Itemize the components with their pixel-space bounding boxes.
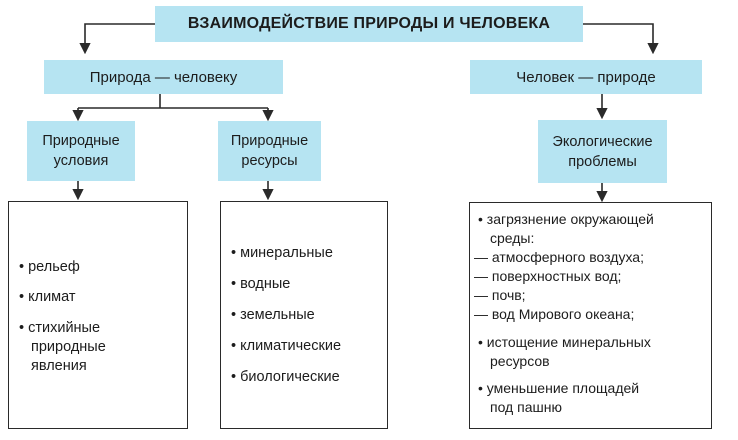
list-item: • стихийные природные явления bbox=[19, 320, 106, 374]
list-item: • истощение минеральных ресурсов bbox=[478, 334, 651, 369]
item-arable-line1: уменьшение площадей bbox=[486, 380, 640, 396]
list-item: — атмосферного воздуха; — поверхностных … bbox=[474, 248, 711, 324]
item-ocean-water: — вод Мирового океана; bbox=[474, 306, 635, 322]
item-natural-disasters-line3: явления bbox=[31, 358, 87, 374]
list-natural-conditions: • рельеф • климат • стихийные природные … bbox=[8, 201, 188, 429]
list-item: • минеральные bbox=[231, 245, 333, 261]
item-relief: рельеф bbox=[28, 259, 80, 275]
item-depletion-line2: ресурсов bbox=[490, 353, 550, 369]
list-item: • биологические bbox=[231, 369, 340, 385]
list-item: • климат bbox=[19, 289, 76, 305]
node-ecological-problems: Экологические проблемы bbox=[538, 120, 667, 183]
list-item: • загрязнение окружающей среды: bbox=[478, 211, 654, 246]
node-natural-resources: Природные ресурсы bbox=[218, 121, 321, 181]
branch-nature-to-human-label: Природа — человеку bbox=[89, 68, 238, 86]
branch-nature-to-human: Природа — человеку bbox=[44, 60, 283, 94]
arrow-title-left bbox=[79, 23, 155, 55]
branch-human-to-nature-label: Человек — природе bbox=[516, 68, 656, 86]
item-land: земельные bbox=[240, 307, 315, 323]
list-item: • земельные bbox=[231, 307, 315, 323]
node-natural-conditions-line1: Природные bbox=[42, 133, 120, 149]
item-biological: биологические bbox=[240, 369, 340, 385]
node-natural-resources-line2: ресурсы bbox=[241, 153, 298, 169]
node-natural-resources-line1: Природные bbox=[230, 133, 309, 149]
list-natural-resources: • минеральные • водные • земельные • кли… bbox=[220, 201, 388, 429]
list-item: • климатические bbox=[231, 338, 342, 354]
node-ecological-problems-line1: Экологические bbox=[552, 133, 653, 150]
diagram-title: ВЗАИМОДЕЙСТВИЕ ПРИРОДЫ И ЧЕЛОВЕКА bbox=[155, 6, 583, 42]
node-ecological-problems-line2: проблемы bbox=[568, 153, 637, 170]
item-natural-disasters-line2: природные bbox=[31, 339, 106, 355]
item-surface-water: — поверхностных вод; bbox=[474, 268, 622, 284]
item-arable-line2: под пашню bbox=[490, 399, 562, 415]
item-soil: — почв; bbox=[474, 287, 526, 303]
list-ecological-problems: • загрязнение окружающей среды: — атмосф… bbox=[469, 202, 712, 429]
item-climatic: климатические bbox=[240, 338, 342, 354]
list-item: • водные bbox=[231, 276, 291, 292]
item-pollution-line1: загрязнение окружающей bbox=[486, 211, 654, 227]
branch-human-to-nature: Человек — природе bbox=[470, 60, 702, 94]
item-natural-disasters-line1: стихийные bbox=[28, 320, 101, 336]
item-climate: климат bbox=[28, 289, 76, 305]
item-depletion-line1: истощение минеральных bbox=[486, 334, 651, 350]
node-natural-conditions-line2: условия bbox=[53, 153, 109, 169]
item-pollution-line2: среды: bbox=[490, 230, 535, 246]
diagram-title-text: ВЗАИМОДЕЙСТВИЕ ПРИРОДЫ И ЧЕЛОВЕКА bbox=[187, 15, 551, 32]
node-natural-conditions: Природные условия bbox=[27, 121, 135, 181]
arrow-title-right bbox=[583, 23, 659, 55]
item-air: — атмосферного воздуха; bbox=[474, 249, 644, 265]
item-mineral: минеральные bbox=[240, 245, 333, 261]
item-water: водные bbox=[240, 276, 291, 292]
list-item: • уменьшение площадей под пашню bbox=[478, 380, 640, 415]
list-item: • рельеф bbox=[19, 259, 80, 275]
